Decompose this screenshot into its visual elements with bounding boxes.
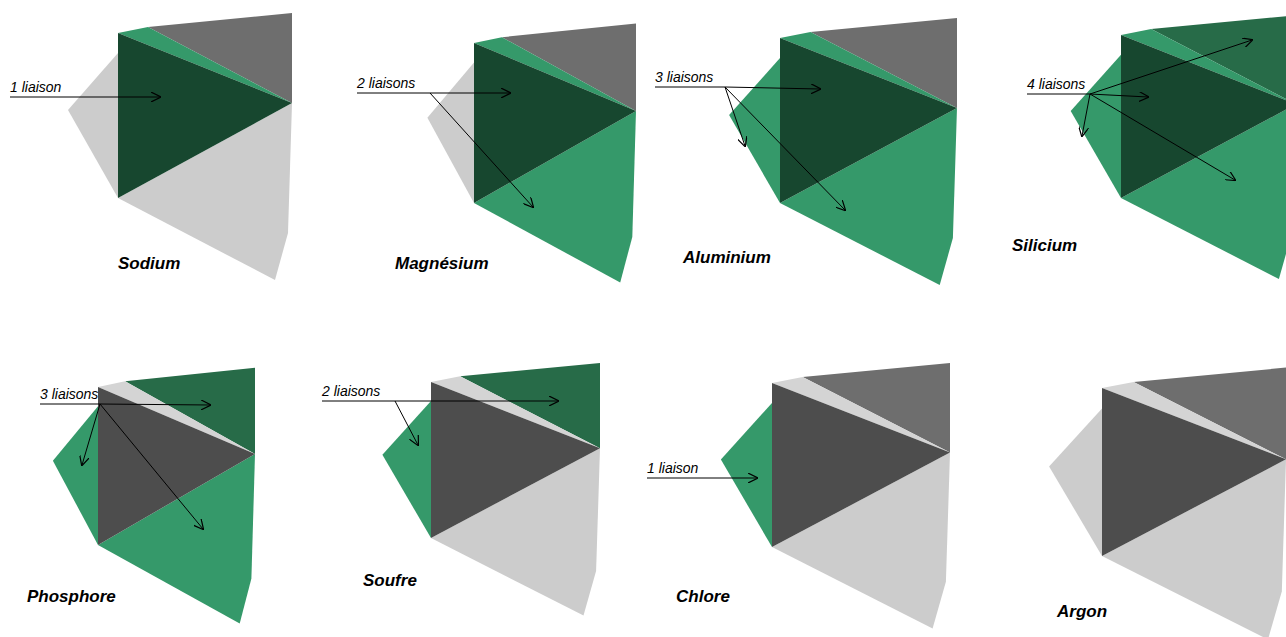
leader-arrow xyxy=(430,93,533,207)
bond-count-label: 3 liaisons xyxy=(655,70,713,85)
element-name: Aluminium xyxy=(683,249,771,268)
leader-arrow xyxy=(1090,94,1148,97)
element-name: Argon xyxy=(1057,603,1107,622)
octahedron-face xyxy=(53,406,98,545)
bond-count-label: 1 liaison xyxy=(647,461,698,476)
leader-arrow xyxy=(647,478,720,479)
octahedron-face xyxy=(729,58,780,203)
leader-arrow xyxy=(725,87,845,210)
leader-arrow xyxy=(10,97,160,98)
element-name: Magnésium xyxy=(395,255,489,274)
octahedron-face xyxy=(780,38,957,203)
bond-count-label: 3 liaisons xyxy=(40,387,98,402)
octahedron-face xyxy=(474,43,636,203)
leader-arrow xyxy=(100,404,210,405)
element-name: Soufre xyxy=(363,572,417,591)
bond-count-label: 2 liaisons xyxy=(357,76,415,91)
element-name: Sodium xyxy=(118,255,180,274)
leader-arrow xyxy=(100,404,203,529)
leader-arrow xyxy=(1090,40,1252,94)
leader-arrow xyxy=(40,404,100,405)
octahedron-face xyxy=(1102,388,1286,556)
leader-arrow xyxy=(82,404,100,465)
octahedron-face xyxy=(772,383,950,547)
octahedron-face xyxy=(431,382,600,538)
octahedron-face xyxy=(98,387,255,545)
leader-arrow xyxy=(357,93,430,94)
leader-arrow xyxy=(725,87,820,89)
leader-arrow xyxy=(1090,94,1235,180)
bond-count-label: 4 liaisons xyxy=(1027,77,1085,92)
leader-arrow xyxy=(725,87,745,146)
leader-arrow xyxy=(395,401,558,402)
leader-arrow xyxy=(430,93,510,94)
octahedron-face xyxy=(427,62,474,203)
element-name: Silicium xyxy=(1012,237,1077,256)
octahedron-face xyxy=(1121,35,1286,198)
leader-arrow xyxy=(1082,94,1090,136)
octahedron-face xyxy=(68,53,118,198)
element-name: Chlore xyxy=(676,588,730,607)
leader-arrow xyxy=(395,401,418,445)
leader-arrow xyxy=(1027,94,1090,95)
bond-count-label: 2 liaisons xyxy=(322,384,380,399)
octahedron-face xyxy=(382,401,431,538)
leader-arrow xyxy=(720,478,757,479)
leader-arrow xyxy=(655,87,725,88)
leader-arrow xyxy=(322,401,395,402)
bond-count-label: 1 liaison xyxy=(10,80,61,95)
element-name: Phosphore xyxy=(27,588,116,607)
octahedron-face xyxy=(118,33,292,198)
octahedron-face xyxy=(1049,408,1102,556)
octahedron-face xyxy=(721,403,772,547)
